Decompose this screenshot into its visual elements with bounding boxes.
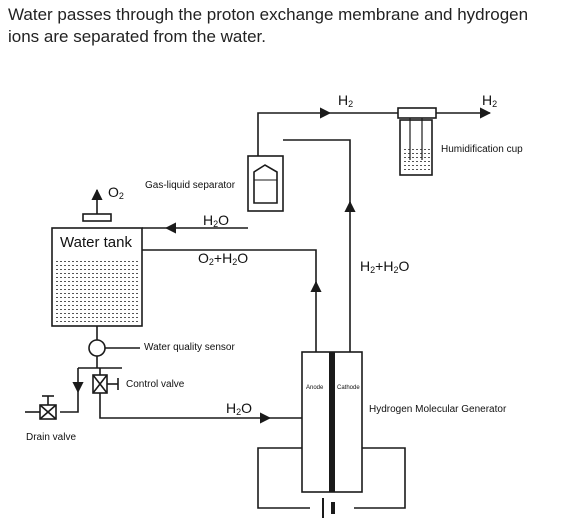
label-hydrogen-generator: Hydrogen Molecular Generator — [369, 404, 507, 415]
label-drain-valve: Drain valve — [26, 432, 77, 443]
caption-text: Water passes through the proton exchange… — [8, 5, 529, 46]
label-o2-h2o: O2+H2O — [198, 250, 249, 267]
label-gas-liquid-separator: Gas-liquid separator — [145, 180, 236, 191]
water-quality-sensor — [88, 339, 106, 357]
h2o-feed-arrow — [99, 393, 272, 424]
label-water-tank: Water tank — [60, 234, 132, 251]
label-h2-top-right: H2 — [482, 92, 498, 109]
label-h2-h2o: H2+H2O — [360, 258, 410, 275]
label-water-quality-sensor: Water quality sensor — [144, 342, 235, 353]
label-o2-vent: O2 — [108, 184, 124, 201]
label-h2o-return: H2O — [203, 212, 230, 229]
label-cathode: Cathode — [337, 385, 360, 391]
label-humidification-cup: Humidification cup — [441, 144, 523, 155]
water-tank-level — [54, 258, 140, 324]
humidification-cup-top — [397, 107, 437, 119]
label-h2-top-left: H2 — [338, 92, 354, 109]
label-h2o-feed: H2O — [226, 400, 253, 417]
label-anode: Anode — [306, 385, 324, 391]
tank-vent-cap — [82, 213, 112, 222]
label-control-valve: Control valve — [126, 379, 185, 390]
h2-line-arrow — [257, 107, 332, 156]
